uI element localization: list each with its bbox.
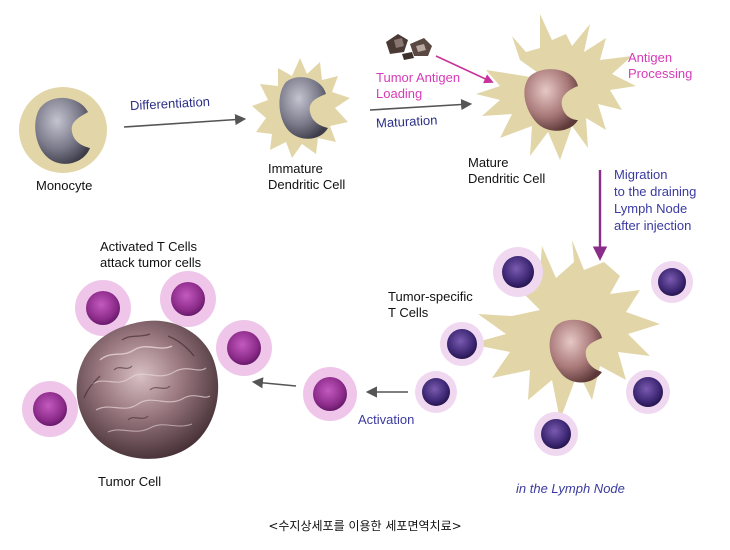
immature-dc-label: Immature Dendritic Cell — [268, 161, 345, 193]
mature-dc-label-line2: Dendritic Cell — [468, 171, 546, 186]
tumor-cell-label: Tumor Cell — [98, 474, 162, 489]
activated-t-cells-line2: attack tumor cells — [100, 255, 202, 270]
lymph-node-t-cell — [651, 261, 693, 303]
lymph-node-t-cell — [440, 322, 484, 366]
tumor-antigen-loading-line2: Loading — [376, 86, 423, 101]
lymph-node-t-cell — [493, 247, 543, 297]
attacking-t-cell — [75, 280, 131, 336]
tumor-specific-line2: T Cells — [388, 305, 429, 320]
mature-dendritic-cell — [476, 14, 636, 160]
immature-dc-label-line1: Immature — [268, 161, 323, 176]
migration-line2: to the draining — [614, 184, 697, 199]
tumor-antigen-loading-line1: Tumor Antigen — [376, 70, 461, 85]
migration-line4: after injection — [614, 218, 692, 233]
migration-line1: Migration — [614, 167, 668, 182]
immature-dc-label-line2: Dendritic Cell — [268, 177, 346, 192]
figure-caption: <수지상세포를 이용한 세포면역치료> — [268, 519, 462, 533]
attacking-t-cell — [22, 381, 78, 437]
mature-dc-label-line1: Mature — [468, 155, 509, 170]
arrow-differentiation — [123, 114, 247, 128]
tumor-antigen-fragments — [386, 34, 432, 60]
monocyte-label: Monocyte — [36, 178, 93, 193]
arrow-to-tumor — [251, 377, 297, 389]
activated-t-cell — [303, 367, 357, 421]
arrow-maturation — [369, 98, 473, 111]
monocyte-cell — [19, 87, 107, 173]
tumor-antigen-loading-label: Tumor Antigen Loading — [376, 70, 460, 102]
lymph-node-label: in the Lymph Node — [516, 481, 625, 496]
antigen-processing-label: Antigen Processing — [628, 50, 692, 82]
attacking-t-cell — [216, 320, 272, 376]
tumor-specific-line1: Tumor-specific — [388, 289, 473, 304]
activated-t-cells-line1: Activated T Cells — [100, 239, 198, 254]
lymph-node-t-cell — [415, 371, 457, 413]
tumor-specific-t-cells-label: Tumor-specific T Cells — [388, 289, 473, 321]
activation-label: Activation — [358, 412, 415, 427]
antigen-processing-line2: Processing — [628, 66, 693, 81]
antigen-processing-line1: Antigen — [628, 50, 673, 65]
migration-line3: Lymph Node — [614, 201, 688, 216]
lymph-node-t-cell — [534, 412, 578, 456]
maturation-label: Maturation — [375, 112, 438, 131]
arrow-antigen-loading — [435, 55, 494, 84]
tumor-cell — [76, 320, 219, 459]
migration-label: Migration to the draining Lymph Node aft… — [614, 166, 696, 234]
immature-dendritic-cell — [252, 58, 350, 158]
lymph-node-t-cell — [626, 370, 670, 414]
mature-dc-label: Mature Dendritic Cell — [468, 155, 545, 187]
attacking-t-cell — [160, 271, 216, 327]
activated-t-cells-label: Activated T Cells attack tumor cells — [100, 239, 201, 271]
